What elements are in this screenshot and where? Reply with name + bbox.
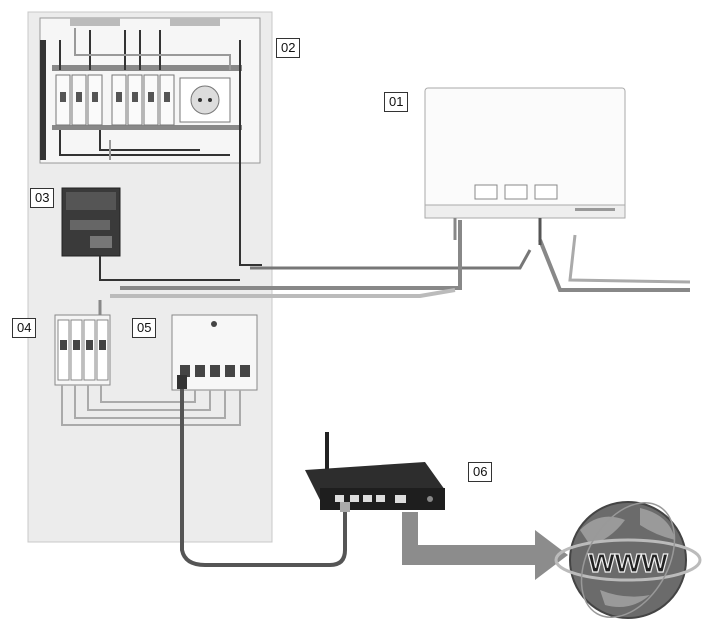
power-supply-unit <box>61 187 240 281</box>
label-power-supply: 03 <box>30 188 55 208</box>
globe-icon: www <box>554 501 702 619</box>
label-distribution-board: 02 <box>276 38 301 58</box>
distribution-board <box>39 17 262 266</box>
globe-text: www <box>587 542 668 580</box>
internet-arrow <box>402 512 568 580</box>
router-device <box>305 432 445 512</box>
meter-wiring <box>61 385 241 426</box>
label-circuit-breakers: 04 <box>12 318 37 338</box>
circuit-breakers <box>54 314 111 386</box>
label-meter-module: 05 <box>132 318 157 338</box>
label-router: 06 <box>468 462 493 482</box>
bus-cables <box>98 220 691 320</box>
label-heat-pump-controller: 01 <box>384 92 409 112</box>
network-cable <box>180 380 347 567</box>
heat-pump-controller <box>424 87 626 245</box>
